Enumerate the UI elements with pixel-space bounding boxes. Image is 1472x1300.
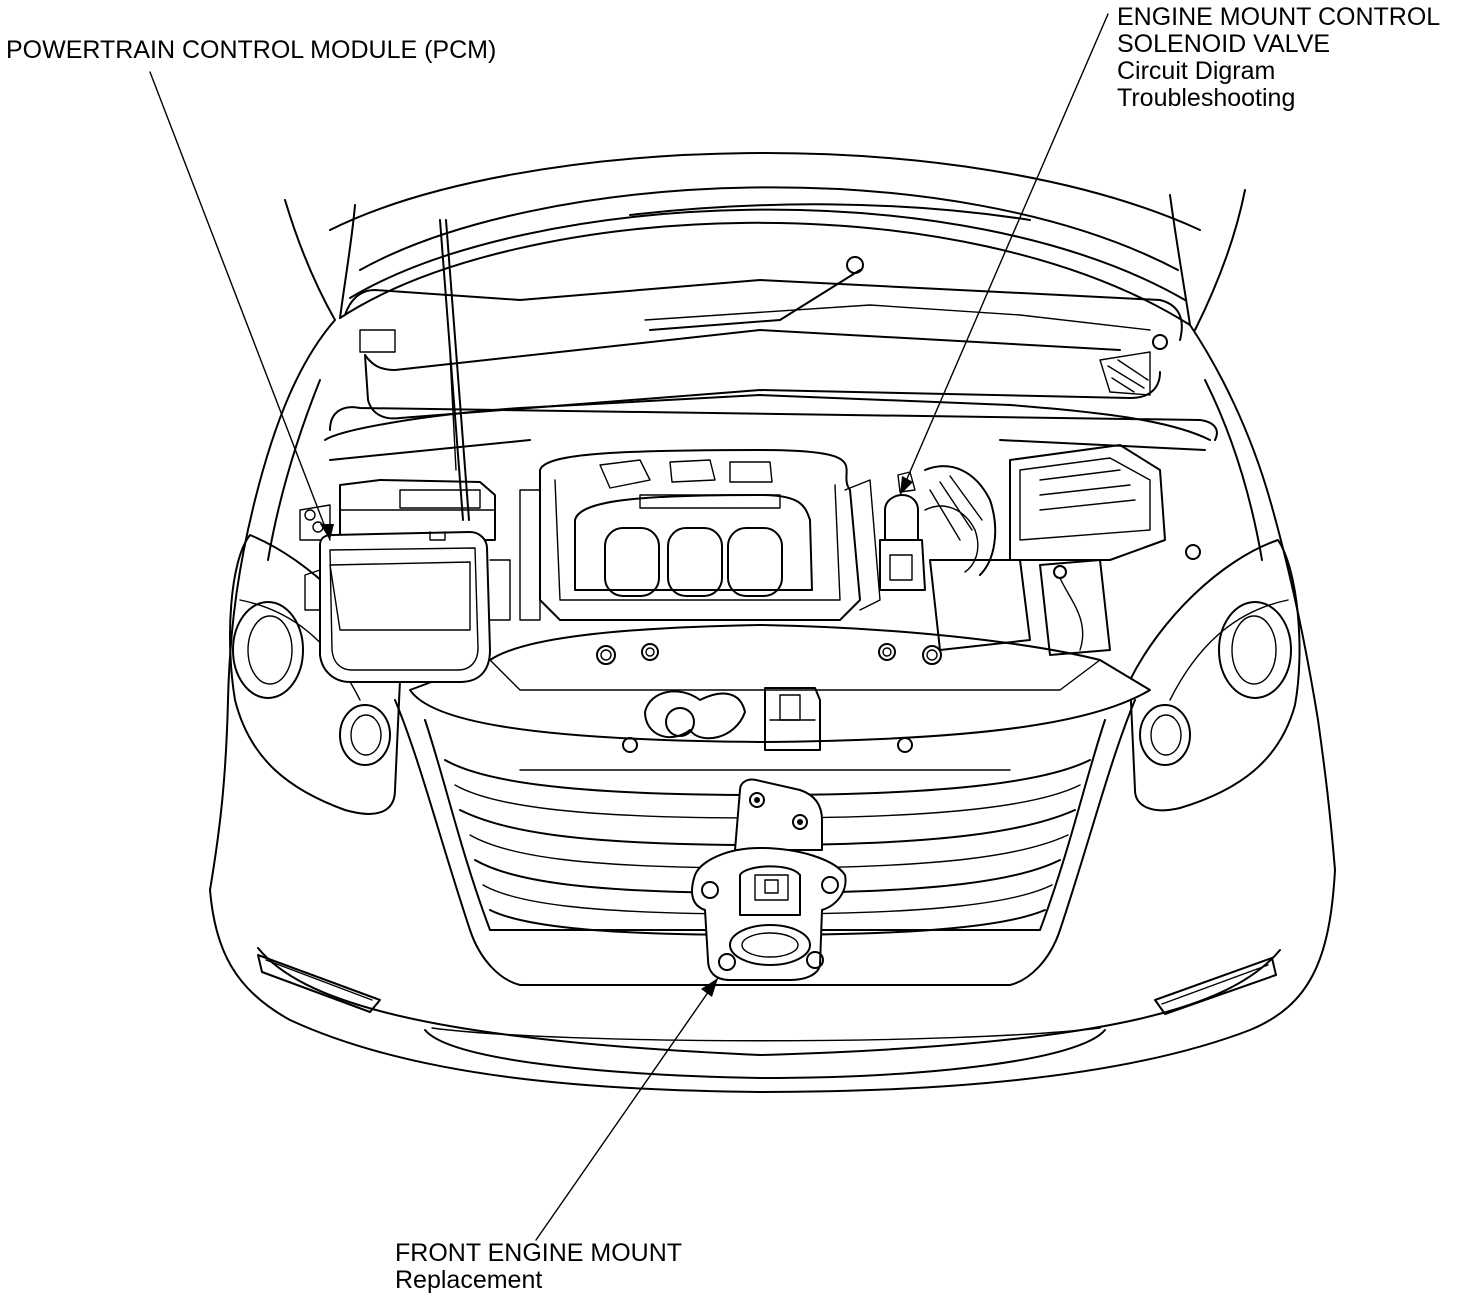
mount-leader-arrow bbox=[701, 978, 718, 997]
replacement-link[interactable]: Replacement bbox=[395, 1266, 543, 1294]
mount-leader-line bbox=[535, 977, 719, 1241]
solenoid-leader-arrow bbox=[900, 476, 913, 495]
solenoid-leader-line bbox=[899, 13, 1109, 496]
leader-lines bbox=[149, 13, 1109, 1241]
right-headlight bbox=[1129, 539, 1301, 812]
troubleshooting-link[interactable]: Troubleshooting bbox=[1117, 84, 1296, 112]
pcm-leader-arrow bbox=[320, 524, 334, 540]
solenoid-label: ENGINE MOUNT CONTROL SOLENOID VALVE Circ… bbox=[1117, 4, 1440, 112]
pcm-leader-line bbox=[149, 71, 331, 541]
hood-outline bbox=[284, 152, 1246, 420]
air-cleaner-box bbox=[1009, 444, 1201, 561]
front-engine-mount-title: FRONT ENGINE MOUNT bbox=[395, 1239, 683, 1267]
radiator-support bbox=[409, 624, 1151, 753]
pcm-title: POWERTRAIN CONTROL MODULE (PCM) bbox=[6, 36, 497, 64]
solenoid-title-line1: ENGINE MOUNT CONTROL bbox=[1117, 3, 1441, 31]
engine bbox=[519, 449, 881, 621]
air-intake-duct bbox=[924, 465, 997, 576]
circuit-diagram-link[interactable]: Circuit Digram bbox=[1117, 57, 1276, 85]
front-engine-mount-label: FRONT ENGINE MOUNT Replacement bbox=[395, 1240, 682, 1294]
engine-mount-control-solenoid bbox=[879, 471, 926, 591]
pcm-module bbox=[304, 531, 511, 683]
front-engine-mount bbox=[691, 778, 847, 981]
cowl-panel bbox=[324, 394, 1218, 461]
pcm-label: POWERTRAIN CONTROL MODULE (PCM) bbox=[6, 37, 496, 64]
vehicle-body bbox=[209, 319, 1336, 1093]
battery bbox=[929, 559, 1111, 656]
hood-prop-rod bbox=[439, 219, 470, 521]
solenoid-title-line2: SOLENOID VALVE bbox=[1117, 30, 1331, 58]
